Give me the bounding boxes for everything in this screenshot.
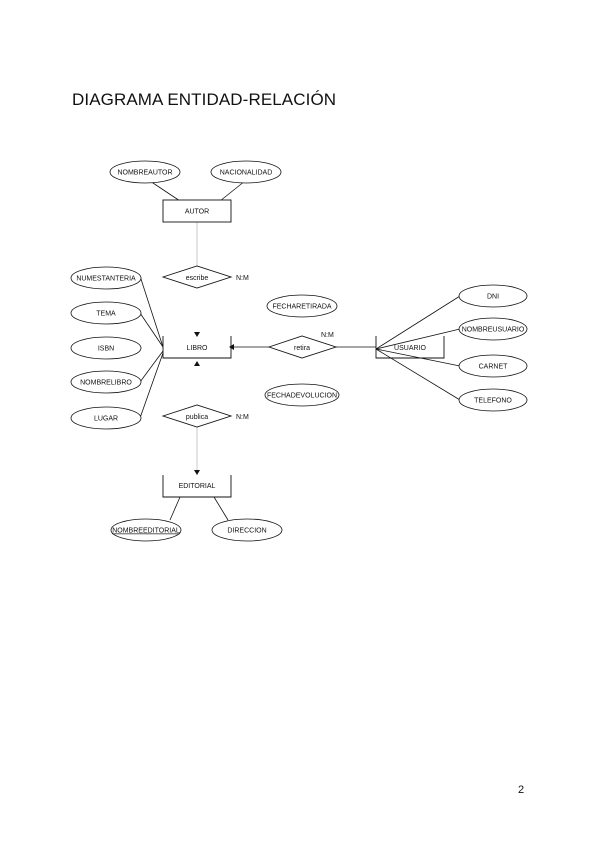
- relationship-retira-label: retira: [294, 345, 310, 352]
- entity-editorial-label: EDITORIAL: [179, 483, 216, 490]
- attribute-numestanteria[interactable]: NUMESTANTERIA: [70, 266, 142, 290]
- entity-usuario-label: USUARIO: [394, 345, 426, 352]
- attribute-fecharetirada-label: FECHARETIRADA: [272, 304, 331, 311]
- attribute-fecharetirada[interactable]: FECHARETIRADA: [266, 294, 338, 318]
- connector-nombreeditorial: [169, 496, 181, 521]
- attribute-nombreeditorial[interactable]: NOMBREEDITORIAL: [110, 518, 182, 542]
- relationship-retira[interactable]: retira N:M: [267, 332, 338, 359]
- relationship-escribe-label: escribe: [186, 275, 209, 282]
- attribute-nacionalidad-label: NACIONALIDAD: [220, 170, 273, 177]
- attribute-dni-label: DNI: [487, 294, 499, 301]
- attribute-numestanteria-label: NUMESTANTERIA: [76, 276, 136, 283]
- attribute-direccion[interactable]: DIRECCION: [211, 518, 283, 542]
- attribute-nombrelibro[interactable]: NOMBRELIBRO: [70, 370, 142, 394]
- entity-libro[interactable]: LIBRO: [162, 336, 232, 359]
- connector-nacionalidad: [219, 180, 246, 202]
- attribute-fechadevolucion-label: FECHADEVOLUCION: [267, 393, 337, 400]
- connector-telefono: [375, 348, 461, 401]
- attribute-carnet-label: CARNET: [479, 364, 509, 371]
- connector-nombreautor: [149, 180, 181, 202]
- arrow-escribe-libro: [194, 332, 200, 337]
- cardinality-escribe: N:M: [236, 275, 249, 282]
- connector-carnet: [375, 348, 461, 367]
- cardinality-retira: N:M: [321, 332, 334, 339]
- connector-tema: [139, 312, 164, 348]
- connector-nombreusuario: [375, 328, 461, 350]
- page-title: DIAGRAMA ENTIDAD-RELACIÓN: [72, 90, 337, 109]
- connector-dni: [375, 295, 461, 350]
- arrow-retira-libro: [229, 344, 234, 350]
- connector-numestanteria: [139, 275, 164, 348]
- attribute-tema-label: TEMA: [96, 311, 116, 318]
- relationship-publica[interactable]: publica N:M: [161, 404, 249, 428]
- arrow-publica-libro: [194, 361, 200, 366]
- attribute-isbn-label: ISBN: [98, 346, 114, 353]
- arrows: [194, 332, 234, 475]
- entity-editorial[interactable]: EDITORIAL: [162, 475, 232, 498]
- attribute-nombreusuario[interactable]: NOMBREUSUARIO: [458, 317, 528, 341]
- connector-nombrelibro: [139, 350, 164, 383]
- connectors: [139, 180, 461, 521]
- attribute-nacionalidad[interactable]: NACIONALIDAD: [210, 160, 282, 184]
- entity-usuario[interactable]: USUARIO: [375, 336, 445, 359]
- attribute-lugar[interactable]: LUGAR: [70, 406, 142, 430]
- relationship-escribe[interactable]: escribe N:M: [161, 265, 249, 289]
- attribute-nombrelibro-label: NOMBRELIBRO: [80, 380, 132, 387]
- entity-autor-label: AUTOR: [185, 209, 209, 216]
- arrow-editorial: [194, 470, 200, 475]
- attribute-tema[interactable]: TEMA: [70, 301, 142, 325]
- attribute-carnet[interactable]: CARNET: [458, 354, 528, 378]
- attribute-nombreusuario-label: NOMBREUSUARIO: [462, 327, 525, 334]
- page-number: 2: [518, 784, 525, 796]
- attribute-lugar-label: LUGAR: [94, 416, 118, 423]
- attribute-nombreautor-label: NOMBREAUTOR: [117, 170, 172, 177]
- cardinality-publica: N:M: [236, 414, 249, 421]
- attribute-telefono[interactable]: TELEFONO: [458, 388, 528, 412]
- attribute-fechadevolucion[interactable]: FECHADEVOLUCION: [264, 383, 340, 407]
- entity-libro-label: LIBRO: [186, 345, 208, 352]
- attribute-direccion-label: DIRECCION: [227, 528, 266, 535]
- attribute-telefono-label: TELEFONO: [474, 398, 512, 405]
- connector-direccion: [213, 496, 229, 521]
- attribute-dni[interactable]: DNI: [458, 284, 528, 308]
- attributes: NOMBREAUTOR NACIONALIDAD NUMESTANTERIA T…: [70, 160, 528, 542]
- connector-lugar: [139, 352, 164, 419]
- attribute-isbn[interactable]: ISBN: [70, 336, 142, 360]
- entity-autor[interactable]: AUTOR: [162, 199, 232, 223]
- relationship-publica-label: publica: [186, 414, 208, 421]
- attribute-nombreautor[interactable]: NOMBREAUTOR: [109, 160, 181, 184]
- attribute-nombreeditorial-label: NOMBREEDITORIAL: [112, 528, 180, 535]
